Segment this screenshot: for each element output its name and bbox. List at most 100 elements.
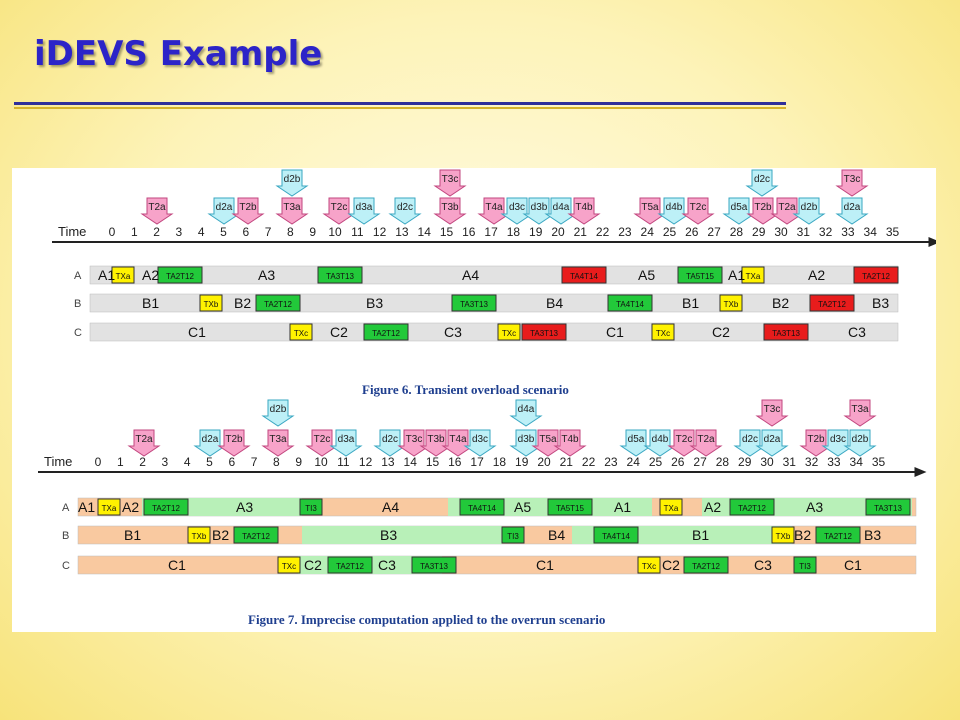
- figure6-event-16-label: d5a: [731, 202, 748, 213]
- figure7-event-5-label: d3a: [338, 434, 355, 445]
- figure6-event-13-arrow: [633, 197, 667, 225]
- figure7-task-block: [771, 526, 795, 544]
- figure6-event-0-arrow: [140, 197, 174, 225]
- figure6-job-label: A5: [638, 267, 655, 283]
- figure7-task-label: TXa: [102, 504, 117, 513]
- figure7-row-label-C: C: [62, 560, 70, 572]
- figure6-task-label: TA3T13: [460, 300, 488, 309]
- figure7-tick-21: 21: [560, 455, 574, 469]
- figure6-event-1-label: d2a: [216, 202, 233, 213]
- figure6-caption: Figure 6. Transient overload scenario: [362, 382, 569, 397]
- figure7-event-6-label: d2c: [382, 434, 398, 445]
- figure6-top-0-label: d2b: [284, 174, 301, 185]
- figure7-event-17-label: T2a: [697, 434, 715, 445]
- figure6-job-label: C3: [444, 324, 462, 340]
- figure7-event-14-arrow: [619, 429, 653, 457]
- figure7-tick-23: 23: [604, 455, 618, 469]
- figure6-event-8-label: T4a: [485, 202, 503, 213]
- figure7-tick-3: 3: [162, 455, 169, 469]
- figure6-tick-27: 27: [707, 225, 721, 239]
- figure7-tick-29: 29: [738, 455, 752, 469]
- figure6-tick-18: 18: [507, 225, 521, 239]
- figure6-top-3-arrow: [835, 169, 869, 197]
- figure6-tick-25: 25: [663, 225, 677, 239]
- figure6-event-2-label: T2b: [239, 202, 257, 213]
- figure7-event-14-label: d5a: [628, 434, 645, 445]
- figure6-tick-20: 20: [551, 225, 565, 239]
- figure7-event-13-label: T4b: [561, 434, 579, 445]
- figure7-task-label: TA2T12: [242, 532, 270, 541]
- figure6-event-17-arrow: [746, 197, 780, 225]
- figure7-tick-30: 30: [760, 455, 774, 469]
- figure6-job-label: B3: [872, 295, 889, 311]
- figure6-top-0-arrow: [275, 169, 309, 197]
- figure6-row-bar-A: [89, 265, 899, 285]
- figure6-task-label: TXc: [656, 329, 670, 338]
- figure6-task-block: [561, 266, 607, 284]
- figure6-task-label: TA2T12: [166, 272, 194, 281]
- figure7-task-block: [327, 556, 373, 574]
- figure6-event-6-label: d2c: [397, 202, 413, 213]
- figure7-job-label: C2: [304, 557, 322, 573]
- figure7-event-8-arrow: [419, 429, 453, 457]
- figure6-job-label: A1: [728, 267, 745, 283]
- figure6-task-block: [809, 294, 855, 312]
- figure7-job-label: B2: [212, 527, 229, 543]
- figure7-tick-28: 28: [716, 455, 730, 469]
- figure6-event-18-label: T2a: [778, 202, 796, 213]
- figure7-axis-label: Time: [44, 454, 72, 469]
- figure6-tick-23: 23: [618, 225, 632, 239]
- figure6-task-block: [741, 266, 765, 284]
- figure6-tick-28: 28: [730, 225, 744, 239]
- figure7-tick-11: 11: [337, 455, 350, 469]
- figure7-task-block: [459, 498, 505, 516]
- figure7-job-label: B1: [124, 527, 141, 543]
- figure7-job-label: A2: [122, 499, 139, 515]
- figure7-event-13-arrow: [553, 429, 587, 457]
- figure7-task-label: TI3: [305, 504, 317, 513]
- figure7-task-label: TA2T12: [336, 562, 364, 571]
- figure7-task-block: [815, 526, 861, 544]
- figure7-tick-0: 0: [95, 455, 102, 469]
- figure6-event-11-label: d4a: [553, 202, 570, 213]
- figure7-top-2-arrow: [755, 399, 789, 427]
- figure6-job-label: C3: [848, 324, 866, 340]
- figure6-event-19-label: d2b: [801, 202, 818, 213]
- figure6-event-20-arrow: [835, 197, 869, 225]
- figure6-tick-10: 10: [328, 225, 342, 239]
- figure6-job-label: A2: [142, 267, 159, 283]
- figure7-event-16-arrow: [667, 429, 701, 457]
- figure6-job-label: C1: [188, 324, 206, 340]
- figure6-task-label: TXb: [204, 300, 219, 309]
- figure6-tick-11: 11: [351, 225, 364, 239]
- figure7-task-label: TA5T15: [556, 504, 584, 513]
- figure7-task-block: [97, 498, 121, 516]
- figure7-row-span-1-0: [302, 526, 502, 544]
- figure7-task-label: TXb: [776, 532, 791, 541]
- figure7-tick-13: 13: [381, 455, 395, 469]
- figure6-task-label: TA5T15: [686, 272, 714, 281]
- figure6-tick-4: 4: [198, 225, 205, 239]
- figure6-tick-7: 7: [265, 225, 272, 239]
- figure6-tick-8: 8: [287, 225, 294, 239]
- figure7-event-20-label: T2b: [807, 434, 825, 445]
- figure6-tick-29: 29: [752, 225, 766, 239]
- figure7-event-16-label: T2c: [676, 434, 693, 445]
- figure6-job-label: B3: [366, 295, 383, 311]
- figure7-row-bar-C: [77, 555, 917, 575]
- figure7-event-8-label: T3b: [427, 434, 445, 445]
- figure7-tick-35: 35: [872, 455, 886, 469]
- figure7-job-label: C1: [168, 557, 186, 573]
- figure7-event-6-arrow: [373, 429, 407, 457]
- figure6-tick-5: 5: [220, 225, 227, 239]
- figure6-top-1-label: T3c: [442, 174, 459, 185]
- figure7-job-label: A3: [806, 499, 823, 515]
- figure7-top-1-arrow: [509, 399, 543, 427]
- figure6-event-3-label: T3a: [283, 202, 301, 213]
- figure7-event-17-arrow: [689, 429, 723, 457]
- figure7-event-21-label: d3c: [830, 434, 846, 445]
- figure7-task-label: TA4T14: [602, 532, 630, 541]
- figure6-job-label: B2: [772, 295, 789, 311]
- figure6-event-18-arrow: [770, 197, 804, 225]
